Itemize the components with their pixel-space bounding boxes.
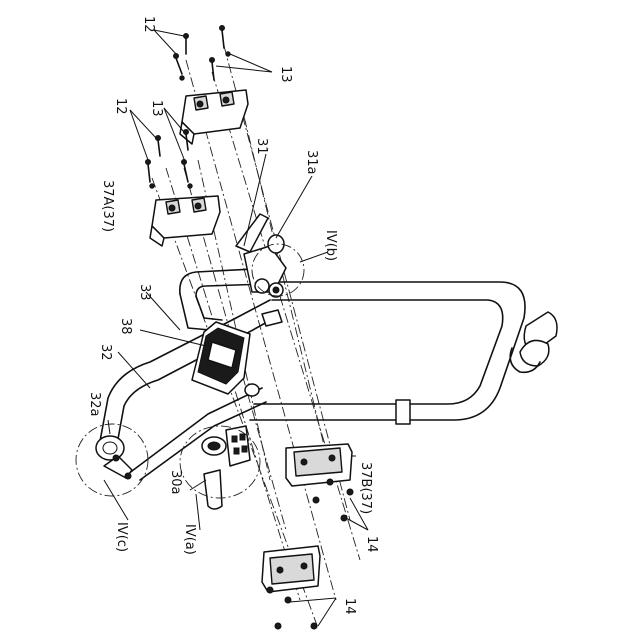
label-bar-33: 33 [137,284,152,301]
u-frame-tube [250,282,557,424]
label-view-c: IV(c) [114,522,129,552]
label-clamp-37a: 37A(37) [100,180,115,232]
label-screws-14-bottom: 14 [342,598,357,615]
bracket-38 [192,322,250,394]
screws-14-mid [313,479,353,521]
frame-end-32a [96,436,132,479]
label-nut-top: 13 [278,66,293,83]
label-lever-31: 31 [254,138,269,155]
label-bolt-mid: 12 [113,98,128,115]
label-bracket-38: 38 [118,318,133,335]
clamp-37b [286,444,352,486]
label-nut-mid: 13 [149,100,164,117]
label-view-b: IV(b) [323,230,338,261]
bolts-top [174,26,231,81]
screws-14-bottom [267,587,317,629]
clamp-lower [262,546,320,592]
label-lever-31a: 31a [304,150,319,175]
label-clamp-37b: 37B(37) [358,462,373,514]
label-frame-end-32a: 32a [87,392,102,417]
clamp-37a [150,196,220,246]
label-frame-32: 32 [98,344,113,361]
clamp-upper [180,90,248,144]
label-view-a: IV(a) [182,524,197,555]
label-shaft-30a: 30a [168,470,183,495]
label-screws-14-mid: 14 [364,536,379,553]
label-bolt-top: 12 [141,16,156,33]
